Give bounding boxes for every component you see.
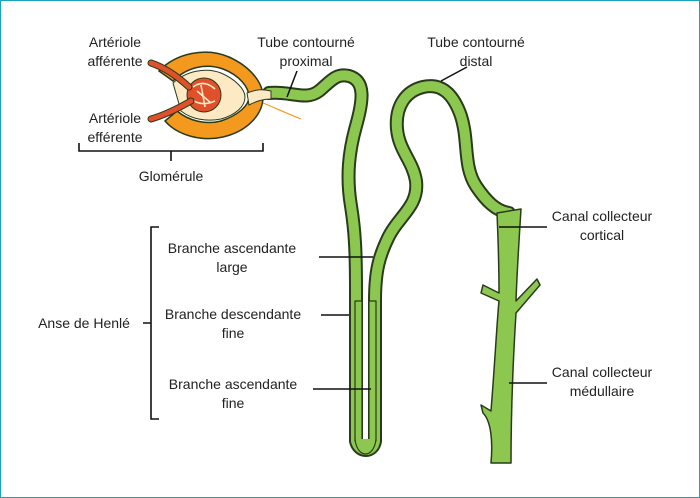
tubule-outline: [262, 68, 516, 457]
label-branche-ascendante-large: Branche ascendante large: [167, 240, 297, 275]
henle-bracket: [143, 226, 159, 420]
bowman-capsule-outer: [157, 51, 264, 140]
thin-ascending-limb: [368, 300, 377, 442]
label-branche-descendante-fine: Branche descendante fine: [164, 306, 302, 341]
leader-lines: [286, 66, 547, 390]
collecting-duct: [480, 208, 541, 464]
label-arteriole-afferente: Artériole afférente: [87, 34, 143, 69]
label-glomerule: Glomérule: [138, 168, 204, 184]
label-branche-ascendante-fine: Branche ascendante fine: [168, 376, 298, 411]
label-tube-proximal: Tube contourné proximal: [257, 34, 355, 69]
capsule-neck: [246, 89, 272, 106]
collecting-duct-shape: [480, 208, 541, 464]
label-tube-distal: Tube contourné distal: [427, 34, 525, 69]
label-canal-medullaire: Canal collecteur médullaire: [551, 364, 653, 399]
glomerule-bracket: [78, 143, 264, 161]
glomerulus: [147, 51, 302, 140]
loop-bottom: [354, 438, 377, 455]
label-arteriole-efferente: Artériole efférente: [87, 110, 143, 145]
nephron-tubule: [262, 68, 516, 457]
label-canal-cortical: Canal collecteur cortical: [551, 208, 653, 243]
label-anse-henle: Anse de Henlé: [38, 315, 130, 331]
tubule-fill: [264, 70, 514, 455]
thin-descending-limb: [354, 300, 363, 442]
